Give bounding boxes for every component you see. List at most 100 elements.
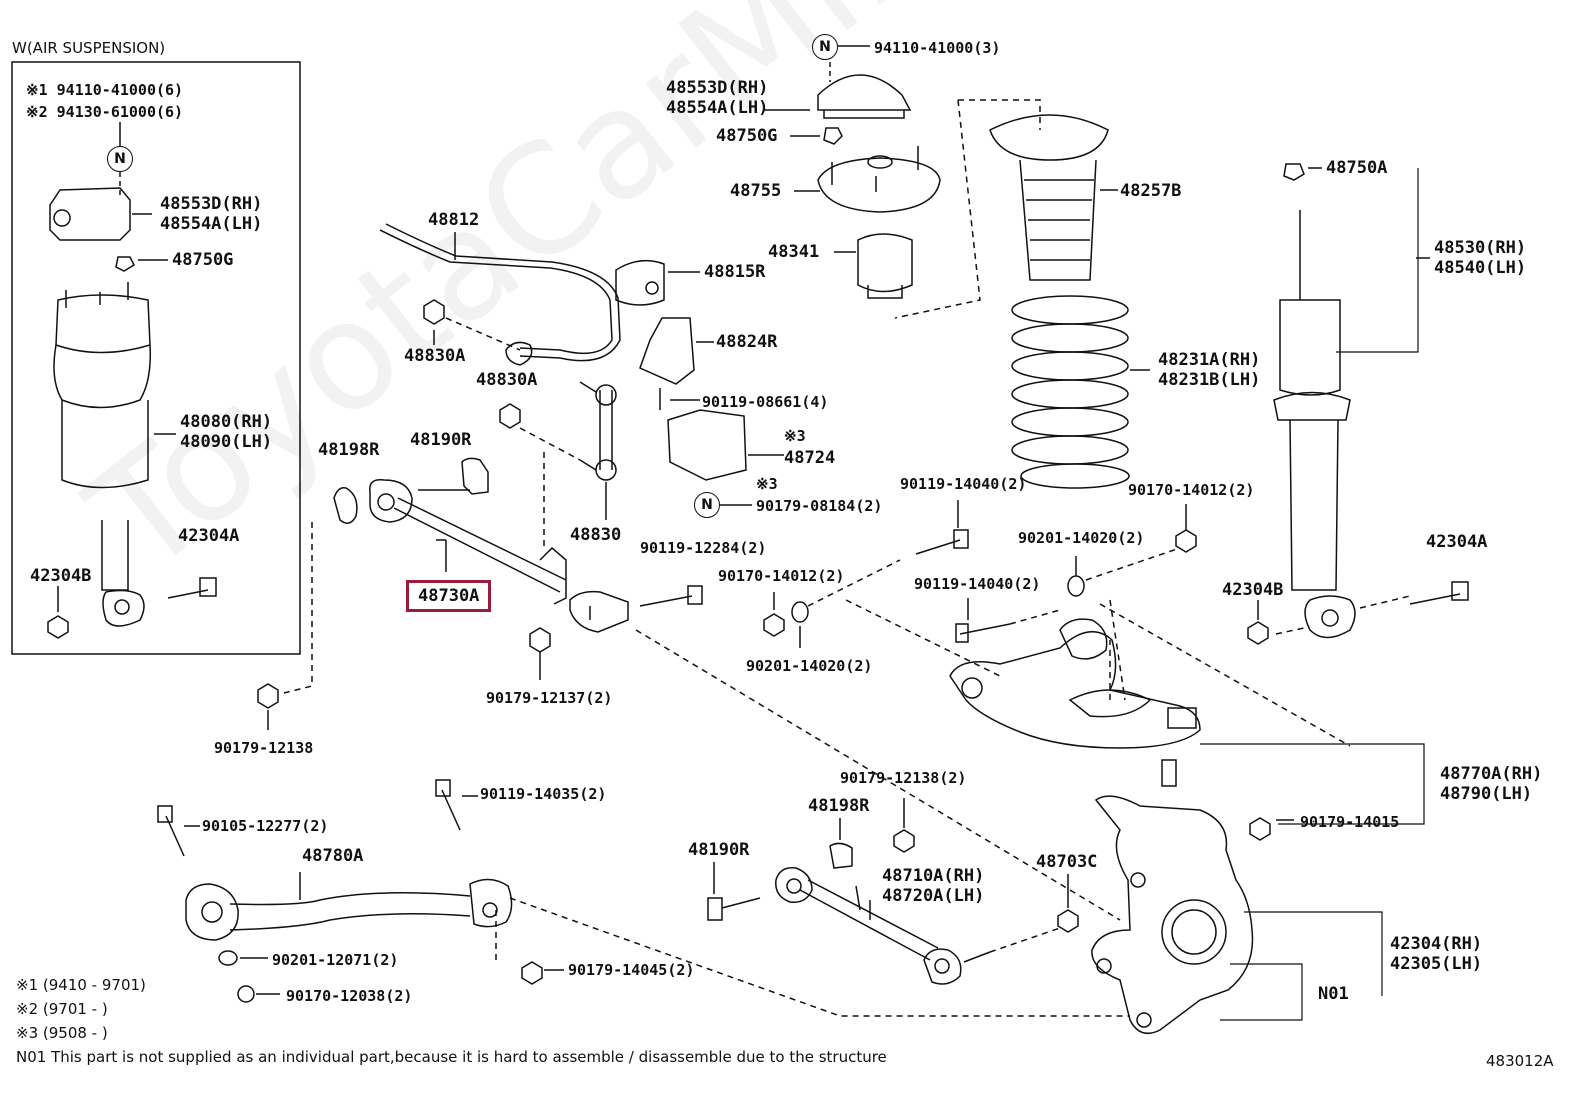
label-48530[interactable]: 48530(RH) 48540(LH) — [1434, 238, 1526, 278]
label-inset-48553D[interactable]: 48553D(RH) 48554A(LH) — [160, 194, 262, 234]
label-48770A-rh: 48770A(RH) — [1440, 764, 1543, 784]
label-90170-12038[interactable]: 90170-12038(2) — [286, 987, 413, 1005]
stabilizer-bar-48812 — [379, 229, 613, 355]
steering-knuckle-42304 — [1091, 795, 1254, 1035]
label-90170-14012-b[interactable]: 90170-14012(2) — [1128, 481, 1255, 499]
upper-arm-48770A — [949, 630, 1201, 749]
label-48710A[interactable]: 48710A(RH) 48720A(LH) — [882, 866, 984, 906]
strut-upper-mount — [817, 74, 912, 111]
label-48830[interactable]: 48830 — [570, 525, 622, 545]
strut-bracket-48755 — [817, 157, 941, 213]
label-48790-lh: 48790(LH) — [1440, 784, 1533, 804]
label-inset-48090-lh: 48090(LH) — [180, 432, 273, 452]
label-48231A-rh: 48231A(RH) — [1158, 350, 1261, 370]
label-48824R[interactable]: 48824R — [716, 332, 778, 352]
label-48530-rh: 48530(RH) — [1434, 238, 1527, 258]
strut-rod-48710A — [799, 879, 939, 961]
label-94110-41000[interactable]: 94110-41000(3) — [874, 39, 1001, 57]
stabilizer-bushing-48815R — [615, 259, 665, 306]
label-inset-48080-rh: 48080(RH) — [180, 412, 273, 432]
label-90119-12284[interactable]: 90119-12284(2) — [640, 539, 767, 557]
bracket-48724 — [667, 409, 747, 481]
label-90179-12138[interactable]: 90179-12138 — [214, 739, 314, 757]
footnote-1: ※1 (9410 - 9701) — [16, 976, 146, 994]
lower-arm-48780A — [229, 892, 471, 931]
label-48198R-bottom[interactable]: 48198R — [808, 796, 870, 816]
label-inset-48553D-rh: 48553D(RH) — [160, 194, 263, 214]
label-48730A-highlighted[interactable]: 48730A — [405, 580, 492, 612]
inset-air-mount — [49, 187, 131, 241]
label-42304-rh: 42304(RH) — [1390, 934, 1483, 954]
label-90179-08184-mark: ※3 — [756, 475, 778, 493]
label-48231B-lh: 48231B(LH) — [1158, 370, 1261, 390]
label-48710A-rh: 48710A(RH) — [882, 866, 985, 886]
label-90201-14020-b[interactable]: 90201-14020(2) — [1018, 529, 1145, 547]
label-48750A[interactable]: 48750A — [1326, 158, 1388, 178]
inset-air-spring — [55, 294, 151, 354]
label-48815R[interactable]: 48815R — [704, 262, 766, 282]
label-48770A[interactable]: 48770A(RH) 48790(LH) — [1440, 764, 1542, 804]
label-48198R-top[interactable]: 48198R — [318, 440, 380, 460]
label-42304B[interactable]: 42304B — [1222, 580, 1284, 600]
n-icon-inset: N — [107, 146, 133, 172]
n01-note: N01 This part is not supplied as an indi… — [16, 1048, 887, 1066]
label-48830A-1[interactable]: 48830A — [404, 346, 466, 366]
shock-absorber-48530 — [1279, 299, 1341, 396]
label-48553D-rh: 48553D(RH) — [666, 78, 769, 98]
label-90201-14020-a[interactable]: 90201-14020(2) — [746, 657, 873, 675]
label-inset-48554A-lh: 48554A(LH) — [160, 214, 263, 234]
label-90170-14012-a[interactable]: 90170-14012(2) — [718, 567, 845, 585]
label-48812[interactable]: 48812 — [428, 210, 480, 230]
label-48190R-bottom[interactable]: 48190R — [688, 840, 750, 860]
label-90179-14015[interactable]: 90179-14015 — [1300, 813, 1400, 831]
label-inset-42304B[interactable]: 42304B — [30, 566, 92, 586]
label-90119-14035[interactable]: 90119-14035(2) — [480, 785, 607, 803]
label-48750G[interactable]: 48750G — [716, 126, 778, 146]
strut-rod-48730A — [393, 497, 567, 593]
n-icon-94110: N — [812, 34, 838, 60]
label-48554A-lh: 48554A(LH) — [666, 98, 769, 118]
label-48720A-lh: 48720A(LH) — [882, 886, 985, 906]
label-inset-48750G[interactable]: 48750G — [172, 250, 234, 270]
label-48830A-2[interactable]: 48830A — [476, 370, 538, 390]
label-90179-12138-2[interactable]: 90179-12138(2) — [840, 769, 967, 787]
stabilizer-bracket-48824R — [639, 317, 695, 385]
label-48231A[interactable]: 48231A(RH) 48231B(LH) — [1158, 350, 1260, 390]
label-48540-lh: 48540(LH) — [1434, 258, 1527, 278]
label-48190R-top[interactable]: 48190R — [410, 430, 472, 450]
footnote-2: ※2 (9701 - ) — [16, 1000, 108, 1018]
label-48553D[interactable]: 48553D(RH) 48554A(LH) — [666, 78, 768, 118]
coil-spring-48231A — [1011, 295, 1130, 489]
label-48703C[interactable]: 48703C — [1036, 852, 1098, 872]
label-90179-08184[interactable]: 90179-08184(2) — [756, 497, 883, 515]
label-42305-lh: 42305(LH) — [1390, 954, 1483, 974]
inset-title: W(AIR SUSPENSION) — [12, 39, 166, 57]
label-42304A[interactable]: 42304A — [1426, 532, 1488, 552]
label-inset-42304A[interactable]: 42304A — [178, 526, 240, 546]
label-90179-14045[interactable]: 90179-14045(2) — [568, 961, 695, 979]
label-48257B[interactable]: 48257B — [1120, 181, 1182, 201]
label-90119-08661[interactable]: 90119-08661(4) — [702, 393, 829, 411]
label-48724[interactable]: 48724 — [784, 448, 836, 468]
inset-frame — [11, 61, 301, 655]
label-48755[interactable]: 48755 — [730, 181, 782, 201]
diagram-code: 483012A — [1486, 1052, 1554, 1070]
label-48724-mark: ※3 — [784, 427, 806, 445]
inset-note-2: ※2 94130-61000(6) — [26, 103, 184, 121]
label-N01[interactable]: N01 — [1318, 984, 1349, 1004]
bump-stopper-48341 — [857, 233, 913, 293]
n-icon-90179-08184: N — [694, 492, 720, 518]
label-42304[interactable]: 42304(RH) 42305(LH) — [1390, 934, 1482, 974]
footnote-3: ※3 (9508 - ) — [16, 1024, 108, 1042]
label-48341[interactable]: 48341 — [768, 242, 820, 262]
label-90105-12277[interactable]: 90105-12277(2) — [202, 817, 329, 835]
label-48780A[interactable]: 48780A — [302, 846, 364, 866]
stabilizer-link-48830 — [599, 390, 613, 470]
label-inset-48080[interactable]: 48080(RH) 48090(LH) — [180, 412, 272, 452]
dust-boot-48257B — [989, 114, 1109, 161]
label-90119-14040-a[interactable]: 90119-14040(2) — [900, 475, 1027, 493]
label-90119-14040-b[interactable]: 90119-14040(2) — [914, 575, 1041, 593]
label-90201-12071[interactable]: 90201-12071(2) — [272, 951, 399, 969]
label-90179-12137[interactable]: 90179-12137(2) — [486, 689, 613, 707]
